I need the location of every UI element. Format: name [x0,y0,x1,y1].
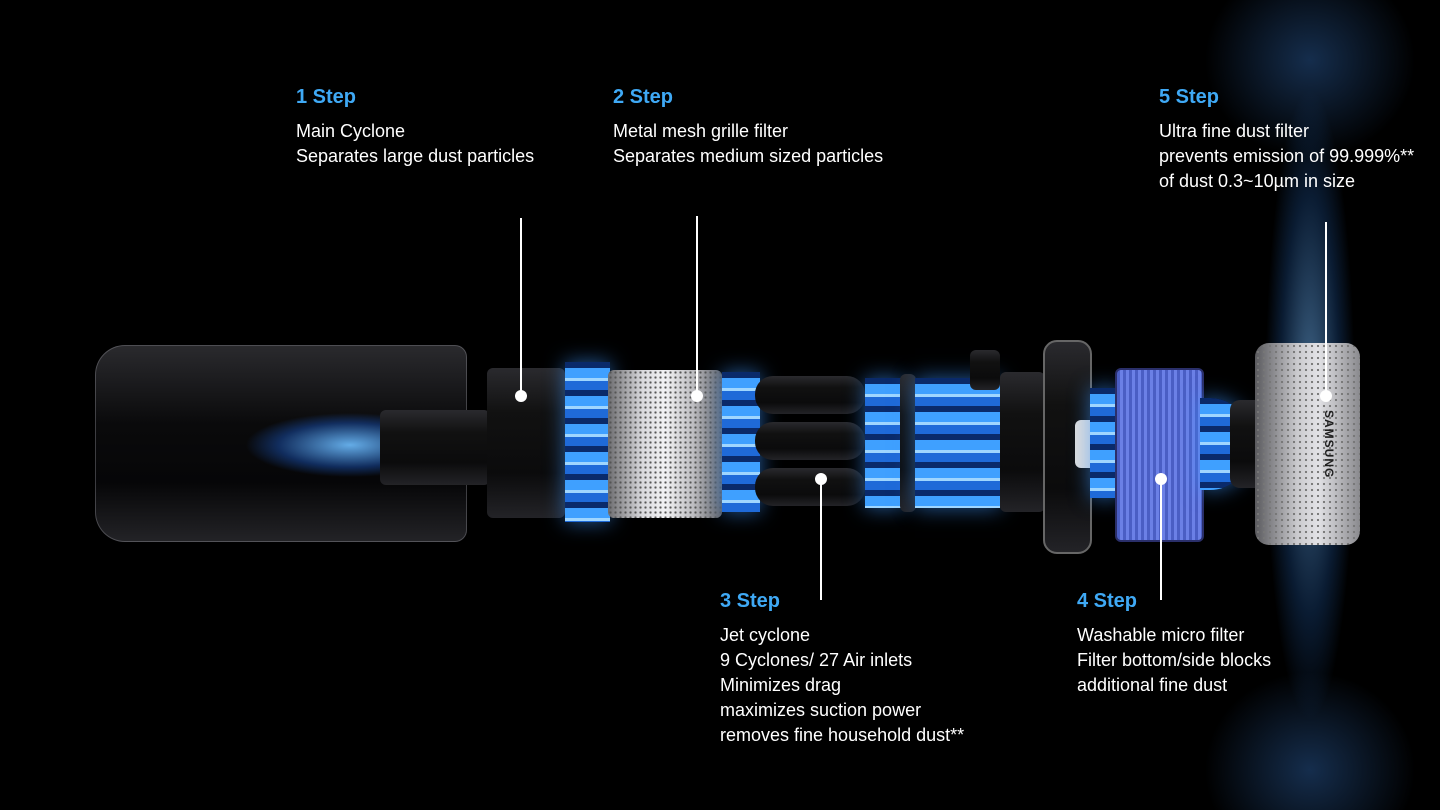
callout-dot-3 [815,473,827,485]
step-title: 4 Step [1077,590,1138,612]
step-line: 9 Cyclones/ 27 Air inlets [720,650,913,670]
step-line: Filter bottom/side blocks [1077,650,1272,670]
step-line: Washable micro filter [1077,625,1245,645]
separator-ring [900,374,916,512]
step-title: 2 Step [613,86,674,108]
step-line: Main Cyclone [296,121,406,141]
samsung-logo: SAMSUNG [1322,410,1336,479]
step-line: additional fine dust [1077,675,1228,695]
step-5-label: 5 Step Ultra fine dust filter prevents e… [1159,85,1414,194]
step-line: Minimizes drag [720,675,842,695]
step-line: removes fine household dust** [720,725,965,745]
ultra-fine-dust-filter [1255,343,1360,545]
step-title: 1 Step [296,86,357,108]
jet-cyclone-cone [755,376,865,414]
step-line: Ultra fine dust filter [1159,121,1310,141]
washable-micro-filter [1115,368,1204,542]
step-line: Separates large dust particles [296,146,535,166]
airflow-segment [865,378,903,508]
step-1-label: 1 Step Main Cyclone Separates large dust… [296,85,534,169]
step-4-label: 4 Step Washable micro filter Filter bott… [1077,589,1271,698]
callout-dot-4 [1155,473,1167,485]
step-line: Metal mesh grille filter [613,121,789,141]
step-2-label: 2 Step Metal mesh grille filter Separate… [613,85,883,169]
main-cyclone-cap [487,368,565,518]
step-line: prevents emission of 99.999%** [1159,146,1415,166]
step-line: maximizes suction power [720,700,922,720]
step-title: 3 Step [720,590,781,612]
callout-line-3 [820,479,822,600]
airflow-segment [565,362,610,522]
bin-connector [380,410,490,485]
jet-cyclone-cone [755,468,865,506]
step-3-label: 3 Step Jet cyclone 9 Cyclones/ 27 Air in… [720,589,964,748]
motor-handle-mount [970,350,1000,390]
callout-line-5 [1325,222,1327,396]
step-line: of dust 0.3~10µm in size [1159,171,1355,191]
airflow-segment [722,372,760,512]
airflow-segment [915,378,1000,508]
jet-cyclone-cone [755,422,865,460]
callout-line-1 [520,218,522,396]
motor-body [1000,372,1045,512]
callout-line-4 [1160,479,1162,600]
step-title: 5 Step [1159,86,1220,108]
metal-mesh-filter [608,370,722,518]
callout-dot-2 [691,390,703,402]
callout-dot-5 [1320,390,1332,402]
step-line: Separates medium sized particles [613,146,884,166]
callout-line-2 [696,216,698,396]
step-line: Jet cyclone [720,625,811,645]
callout-dot-1 [515,390,527,402]
